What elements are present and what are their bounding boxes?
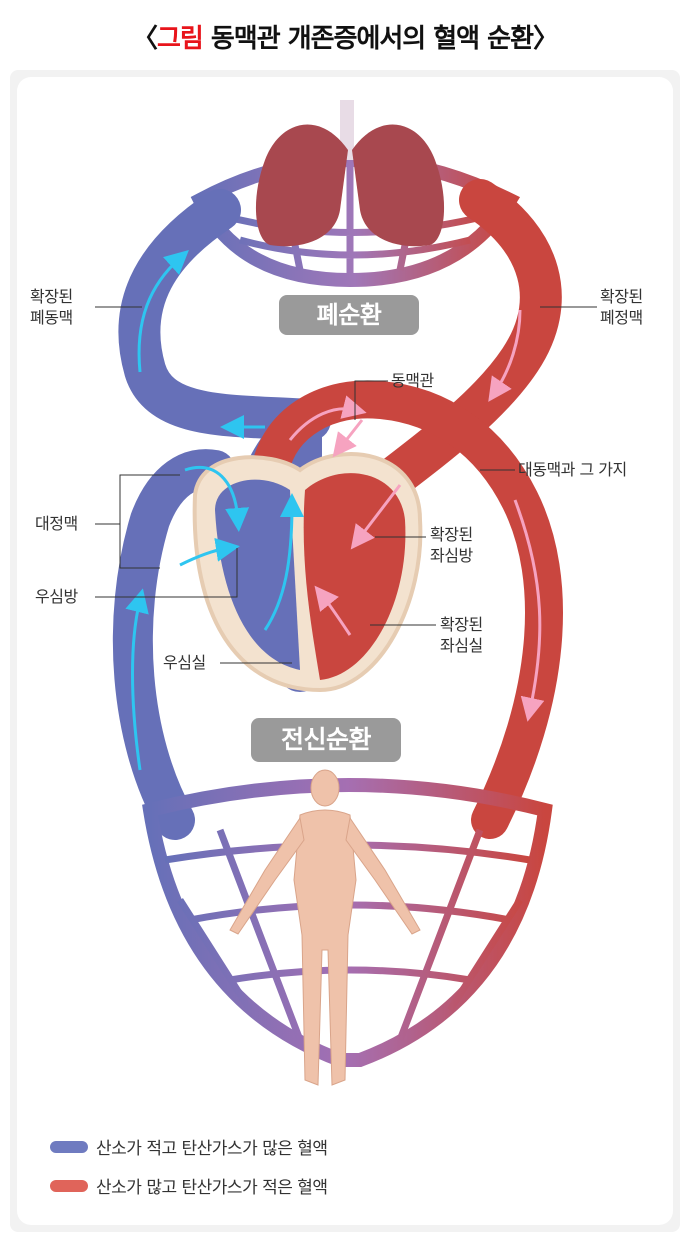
label-right-ventricle: 우심실 [163, 653, 206, 672]
flow-arrows [125, 249, 545, 771]
title-text: 동맥관 개존증에서의 혈액 순환 [202, 24, 534, 54]
title-bracket-close: 〉 [533, 24, 559, 54]
arrow-icon [314, 585, 352, 636]
arrow-icon [332, 419, 364, 458]
label-right-atrium: 우심방 [35, 587, 78, 606]
label-line: 폐정맥 [600, 308, 643, 327]
label-line: 확장된 [440, 615, 483, 634]
label-line: 좌심방 [430, 546, 473, 565]
arrow-icon [125, 588, 149, 771]
arrow-icon [137, 249, 189, 373]
leader-lines [95, 306, 597, 664]
label-ductus-arteriosus: 동맥관 [391, 371, 434, 390]
legend-item-oxygenated: 산소가 많고 탄산가스가 적은 혈액 [50, 1173, 328, 1198]
title-bracket-open: 〈 [131, 24, 158, 54]
arrow-icon [288, 395, 367, 441]
label-line: 확장된 [30, 287, 73, 306]
title-highlight: 그림 [156, 24, 204, 54]
systemic-circulation-badge: 전신순환 [251, 718, 401, 762]
arrow-icon [179, 537, 240, 567]
label-vena-cava: 대정맥 [35, 514, 78, 533]
pulmonary-circulation-badge: 폐순환 [279, 295, 419, 335]
arrow-icon [488, 309, 522, 402]
label-aorta: 대동맥과 그 가지 [518, 460, 627, 479]
blue-swatch-icon [50, 1140, 88, 1153]
figure-title: 〈그림 동맥관 개존증에서의 혈액 순환〉 [0, 18, 690, 55]
label-line: 확장된 [600, 287, 643, 306]
arrow-icon [350, 484, 402, 550]
human-figure-illustration [229, 769, 421, 1086]
lungs-illustration [255, 100, 445, 247]
arrow-icon [263, 493, 304, 631]
arrow-icon [184, 465, 250, 532]
legend-label: 산소가 많고 탄산가스가 적은 혈액 [96, 1178, 328, 1198]
label-line: 폐동맥 [30, 308, 73, 327]
legend-item-deoxygenated: 산소가 적고 탄산가스가 많은 혈액 [50, 1134, 328, 1159]
heart-illustration [192, 452, 423, 693]
legend-label: 산소가 적고 탄산가스가 많은 혈액 [96, 1139, 328, 1159]
red-swatch-icon [50, 1179, 88, 1192]
arrow-icon [513, 499, 545, 722]
label-line: 좌심실 [440, 636, 483, 655]
label-line: 확장된 [430, 525, 473, 544]
